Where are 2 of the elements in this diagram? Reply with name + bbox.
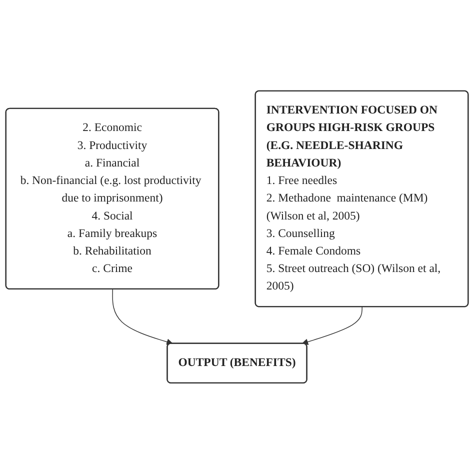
arrow xyxy=(112,289,173,346)
arrow xyxy=(302,306,362,346)
